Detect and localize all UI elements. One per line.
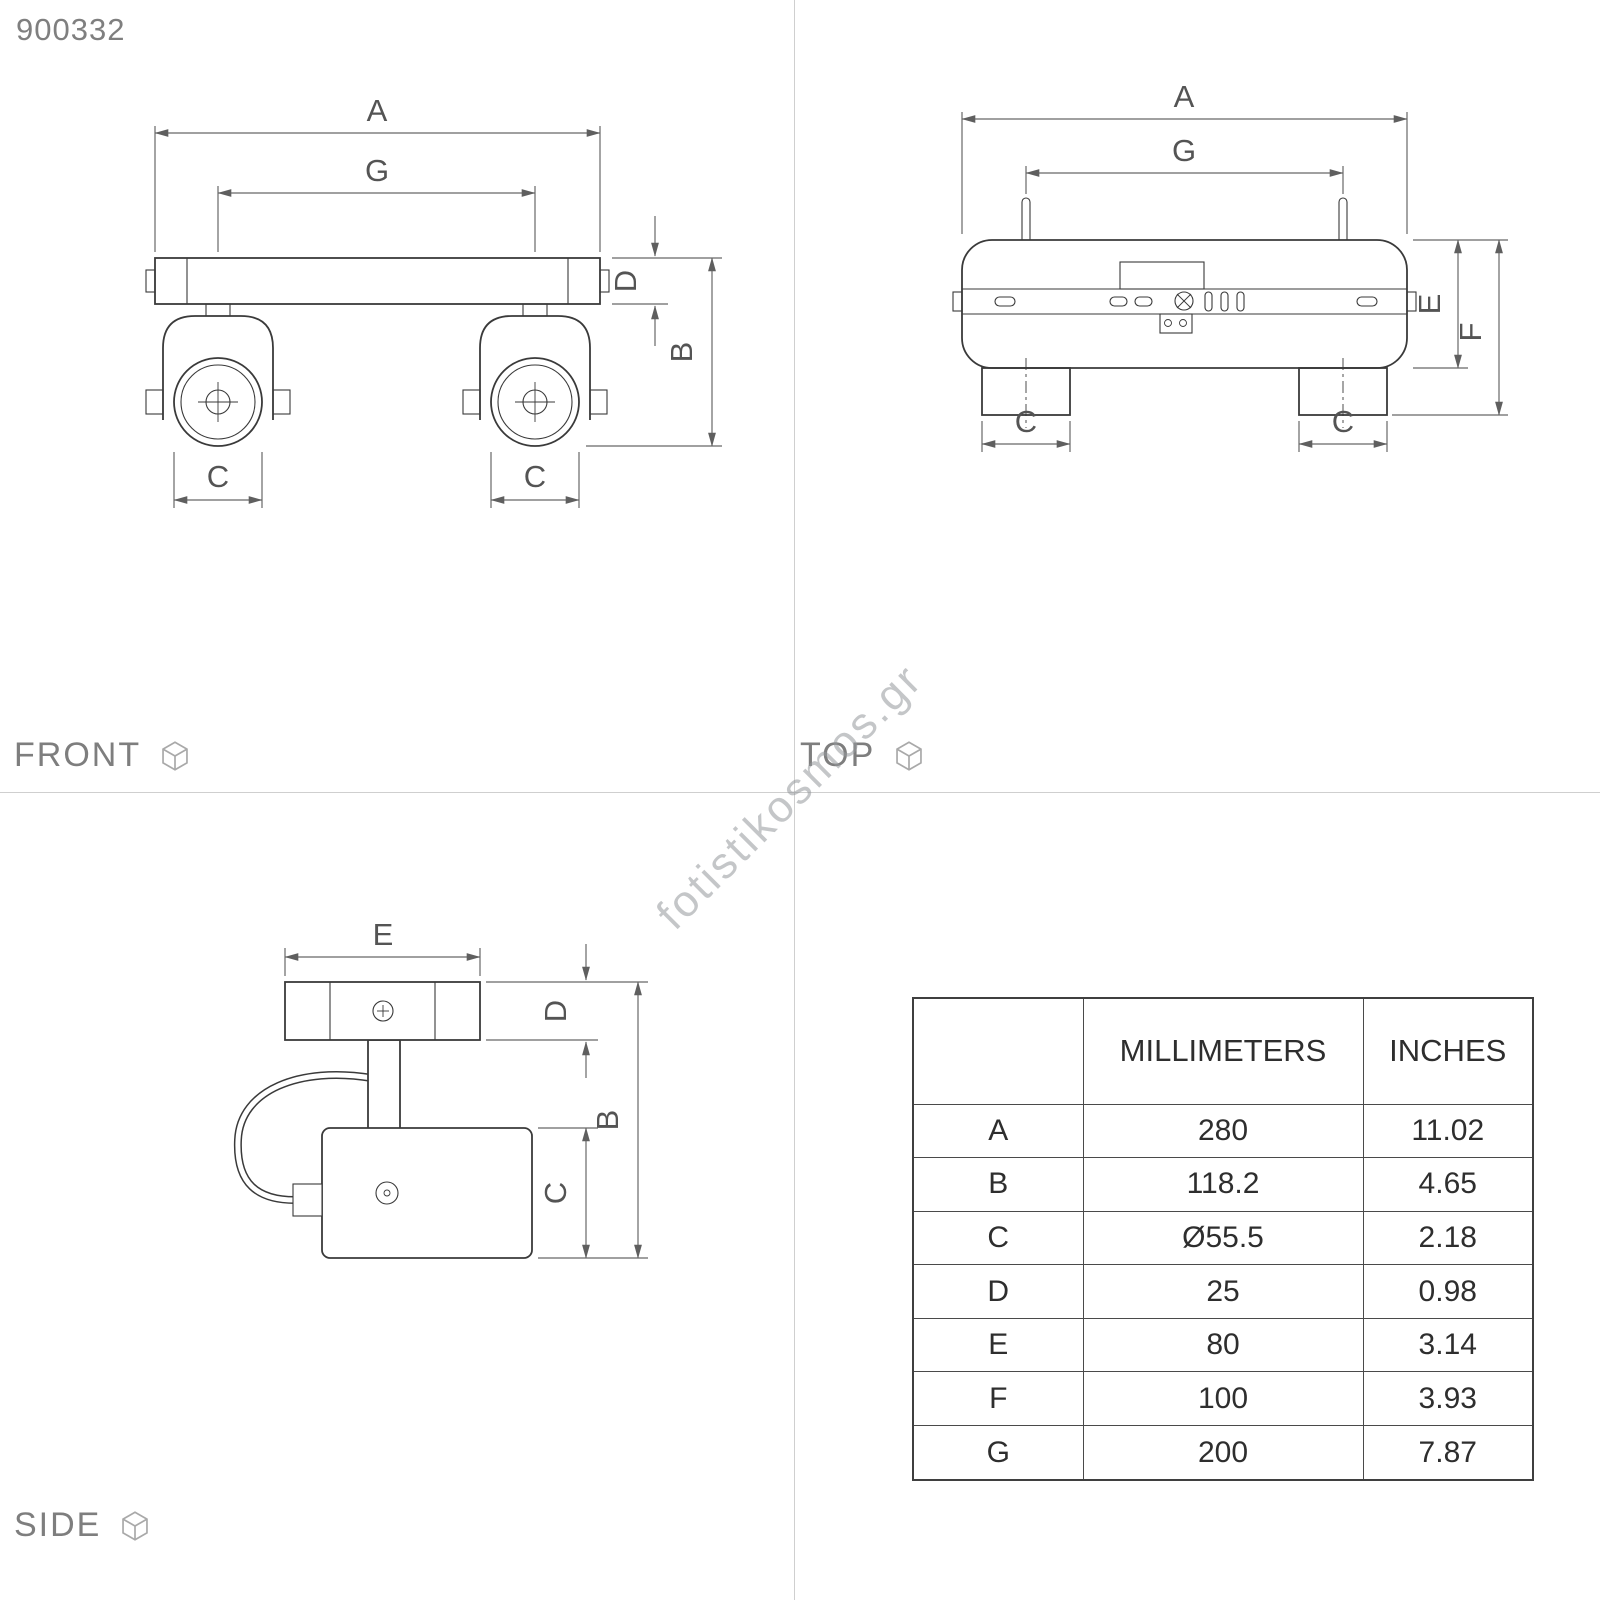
mm-value-cell: 100 <box>1082 1371 1364 1427</box>
mm-value-cell: 80 <box>1082 1317 1364 1373</box>
inches-value-cell: 3.93 <box>1362 1371 1534 1427</box>
side-view-cube-icon <box>122 1510 149 1541</box>
table-row: G 200 7.87 <box>912 1425 1534 1481</box>
top-view-label-row: TOP <box>800 736 927 775</box>
front-dim-label-d: D <box>608 270 643 292</box>
inches-value-cell: 2.18 <box>1362 1210 1534 1266</box>
dim-letter-cell: D <box>912 1264 1084 1319</box>
front-view-cube-icon <box>162 740 188 771</box>
top-dim-label-c2: C <box>1332 404 1354 439</box>
vertical-divider <box>794 0 795 1600</box>
mm-value-cell: 118.2 <box>1082 1157 1364 1212</box>
table-row: C Ø55.5 2.18 <box>912 1210 1534 1266</box>
dim-letter-cell: B <box>912 1157 1084 1212</box>
top-dim-label-a: A <box>1174 79 1195 114</box>
top-view-cube-icon <box>896 740 923 771</box>
table-row: A 280 11.02 <box>912 1103 1534 1159</box>
top-dim-label-f: F <box>1453 323 1488 342</box>
top-dim-label-g: G <box>1172 133 1196 168</box>
dim-letter-cell: G <box>912 1425 1084 1481</box>
dim-letter-cell: A <box>912 1103 1084 1159</box>
table-header-inches: INCHES <box>1362 997 1534 1105</box>
dim-letter-cell: F <box>912 1371 1084 1427</box>
inches-value-cell: 7.87 <box>1362 1425 1534 1481</box>
table-row: E 80 3.14 <box>912 1317 1534 1373</box>
side-dim-label-c: C <box>538 1182 573 1204</box>
dimensions-table: MILLIMETERS INCHES A 280 11.02 B 118.2 4… <box>912 997 1534 1481</box>
front-dim-label-c2: C <box>524 459 546 494</box>
front-view-drawing: A G D B C C <box>145 93 722 508</box>
front-dim-label-g: G <box>365 153 389 188</box>
inches-value-cell: 0.98 <box>1362 1264 1534 1319</box>
front-dim-label-b: B <box>664 342 699 363</box>
top-view-drawing: A G E F C C <box>952 79 1508 452</box>
mm-value-cell: 280 <box>1082 1103 1364 1159</box>
mm-value-cell: 25 <box>1082 1264 1364 1319</box>
side-view-label-row: SIDE <box>14 1506 153 1545</box>
inches-value-cell: 11.02 <box>1362 1103 1534 1159</box>
mm-value-cell: Ø55.5 <box>1082 1210 1364 1266</box>
table-row: B 118.2 4.65 <box>912 1157 1534 1212</box>
side-view-label: SIDE <box>14 1506 102 1544</box>
table-row: D 25 0.98 <box>912 1264 1534 1319</box>
table-corner-cell <box>912 997 1084 1105</box>
dim-letter-cell: E <box>912 1317 1084 1373</box>
front-view-label-row: FRONT <box>14 736 193 775</box>
side-dim-label-d: D <box>538 1000 573 1022</box>
front-dim-label-c1: C <box>207 459 229 494</box>
product-code: 900332 <box>16 12 126 47</box>
front-view-label: FRONT <box>14 736 142 774</box>
top-dim-label-e: E <box>1412 294 1447 315</box>
side-dim-label-b: B <box>590 1110 625 1131</box>
side-view-drawing: E D B C <box>233 917 648 1259</box>
inches-value-cell: 3.14 <box>1362 1317 1534 1373</box>
dim-letter-cell: C <box>912 1210 1084 1266</box>
table-header-row: MILLIMETERS INCHES <box>912 997 1534 1105</box>
mm-value-cell: 200 <box>1082 1425 1364 1481</box>
front-dim-label-a: A <box>367 93 388 128</box>
top-view-label: TOP <box>800 736 876 774</box>
inches-value-cell: 4.65 <box>1362 1157 1534 1212</box>
table-header-millimeters: MILLIMETERS <box>1082 997 1364 1105</box>
side-dim-label-e: E <box>373 917 394 952</box>
top-dim-label-c1: C <box>1015 404 1037 439</box>
table-row: F 100 3.93 <box>912 1371 1534 1427</box>
horizontal-divider <box>0 792 1600 793</box>
